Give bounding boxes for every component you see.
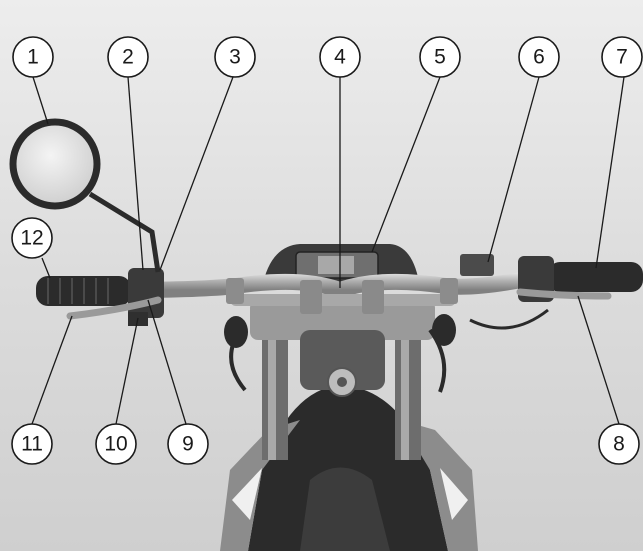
mirror — [9, 118, 101, 210]
leader-10 — [115, 317, 139, 425]
brake-reservoir — [460, 254, 494, 276]
callout-2: 2 — [107, 36, 149, 78]
callout-3-label: 3 — [229, 46, 241, 69]
callout-11: 11 — [11, 423, 53, 465]
leader-3 — [159, 76, 234, 271]
callout-8: 8 — [598, 423, 640, 465]
mirror-stem — [88, 191, 161, 273]
leader-5 — [371, 76, 441, 253]
leader-1 — [32, 76, 49, 125]
callout-6-label: 6 — [533, 46, 545, 69]
triple-clamp — [250, 300, 435, 340]
left-switch-housing — [128, 268, 164, 318]
handlebar — [112, 264, 568, 299]
callout-3: 3 — [214, 36, 256, 78]
leader-7 — [595, 76, 625, 269]
callout-10-label: 10 — [104, 433, 127, 456]
leader-8 — [577, 295, 620, 425]
callout-1: 1 — [12, 36, 54, 78]
leader-12 — [41, 257, 51, 279]
brake-lever — [516, 288, 612, 300]
clutch-lever — [66, 296, 162, 320]
callout-12-label: 12 — [20, 227, 43, 250]
leader-6 — [487, 76, 540, 263]
callout-4-label: 4 — [334, 46, 346, 69]
callout-10: 10 — [95, 423, 137, 465]
callout-11-label: 11 — [21, 433, 43, 456]
callout-7: 7 — [601, 36, 643, 78]
callout-4: 4 — [319, 36, 361, 78]
fairing-left — [220, 420, 300, 551]
leader-2 — [127, 76, 144, 271]
callout-8-label: 8 — [613, 433, 625, 456]
fairing-right — [400, 420, 478, 551]
callout-5: 5 — [419, 36, 461, 78]
callout-12: 12 — [11, 217, 53, 259]
callout-9-label: 9 — [182, 433, 194, 456]
callout-9: 9 — [167, 423, 209, 465]
callout-7-label: 7 — [616, 46, 628, 69]
leader-lines — [31, 76, 625, 425]
right-grip — [548, 262, 643, 292]
leader-11 — [31, 315, 73, 425]
callout-2-label: 2 — [122, 46, 134, 69]
callout-6: 6 — [518, 36, 560, 78]
callout-1-label: 1 — [27, 46, 39, 69]
leader-9 — [147, 299, 187, 425]
callout-5-label: 5 — [434, 46, 446, 69]
